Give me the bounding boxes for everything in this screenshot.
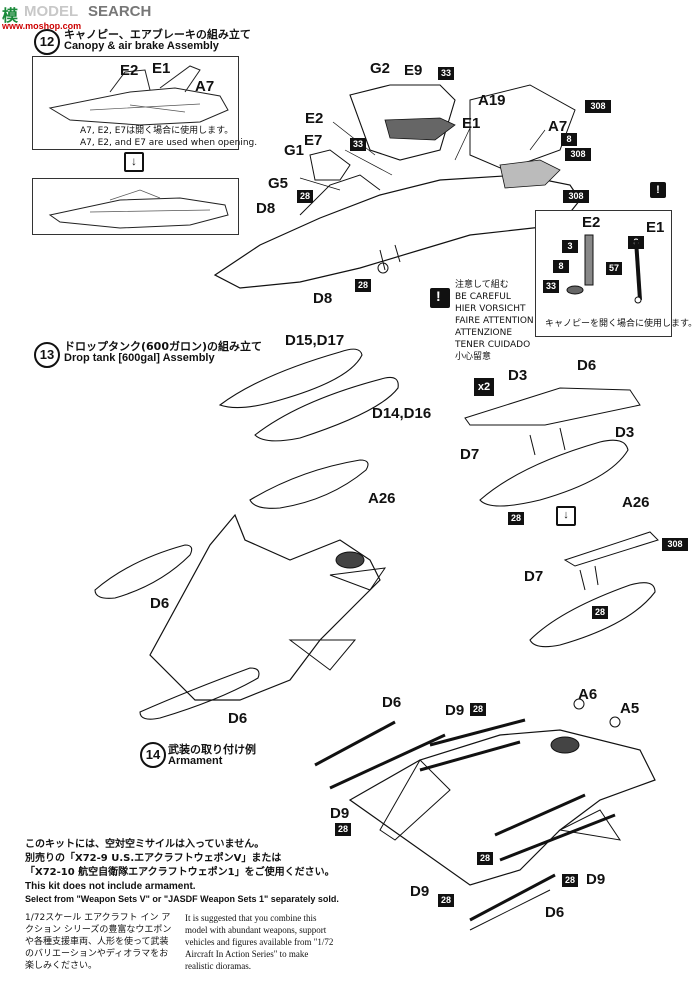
callout-308-a19: 308 xyxy=(585,100,611,113)
tank-label-d6-left: D6 xyxy=(150,595,170,612)
detail-label-e2: E2 xyxy=(582,214,601,231)
caution-text-block: 注意して組む BE CAREFUL HIER VORSICHT FAIRE AT… xyxy=(455,279,534,363)
part-label-g1: G1 xyxy=(284,142,305,159)
right-label-d7-top: D7 xyxy=(460,446,480,463)
arm-callout-28-mid: 28 xyxy=(477,852,493,865)
step-12-badge: 12 xyxy=(34,29,60,55)
inset-arrow-icon: ↓ xyxy=(124,152,144,172)
arm-label-d6-bottom: D6 xyxy=(545,904,565,921)
notice-en-line2: Select from "Weapon Sets V" or "JASDF We… xyxy=(25,894,339,904)
tank-label-a26: A26 xyxy=(368,490,396,507)
watermark-brand-prefix: MODEL xyxy=(24,3,79,20)
step-14-badge: 14 xyxy=(140,742,166,768)
right-label-d7-bottom: D7 xyxy=(524,568,544,585)
callout-33-e2: 33 xyxy=(350,138,366,151)
inset-label-a7: A7 xyxy=(195,78,215,95)
part-label-e2-main: E2 xyxy=(305,110,324,127)
diorama-note-en: It is suggested that you combine this mo… xyxy=(185,913,334,971)
arm-callout-28-top: 28 xyxy=(470,703,486,716)
detail-label-e1: E1 xyxy=(646,219,665,236)
arm-label-d9-bottom: D9 xyxy=(410,883,430,900)
arm-label-d9-left: D9 xyxy=(330,805,350,822)
arm-label-d6-top: D6 xyxy=(382,694,402,711)
part-label-a19: A19 xyxy=(478,92,506,109)
armament-notice: このキットには、空対空ミサイルは入っていません。 別売りの「X72-9 U.S.… xyxy=(25,838,355,906)
detail-callout-33: 33 xyxy=(543,280,559,293)
diorama-note-jp: 1/72スケール エアクラフト イン アクション シリーズの豊富なウエポンや各種… xyxy=(25,913,172,971)
step-14-title-en: Armament xyxy=(168,755,223,767)
part-label-e7: E7 xyxy=(304,132,323,149)
detail-note-jp: キャノピーを開く場合に使用します。 xyxy=(545,319,698,329)
arm-callout-28-left: 28 xyxy=(335,823,351,836)
caution-corner-icon: ! xyxy=(650,182,666,198)
detail-callout-8-right: 8 xyxy=(628,236,644,249)
tank-label-d6-bottom: D6 xyxy=(228,710,248,727)
closed-configuration-inset xyxy=(32,178,239,235)
step-13-title-jp: ドロップタンク(600ガロン)の組み立て xyxy=(64,340,263,353)
notice-jp-line3: 「X72-10 航空自衛隊エアクラフトウェポン1」をご使用ください。 xyxy=(25,867,335,878)
detail-callout-8-left: 8 xyxy=(553,260,569,273)
notice-en-line1: This kit does not include armament. xyxy=(25,881,196,892)
caution-line-3: HIER VORSICHT xyxy=(455,304,526,314)
right-label-d3-right: D3 xyxy=(615,424,635,441)
step-12-title-jp: キャノピー、エアブレーキの組み立て xyxy=(64,28,251,41)
step-12-title-en: Canopy & air brake Assembly xyxy=(64,40,219,52)
callout-28-g5: 28 xyxy=(297,190,313,203)
caution-line-7: 小心留意 xyxy=(455,352,492,362)
right-callout-28-top: 28 xyxy=(508,512,524,525)
callout-33-e9: 33 xyxy=(438,67,454,80)
callout-308-a7: 308 xyxy=(565,148,591,161)
part-label-g2: G2 xyxy=(370,60,391,77)
caution-line-2: BE CAREFUL xyxy=(455,292,511,302)
arm-label-d9-right: D9 xyxy=(586,871,606,888)
canopy-open-detail-box xyxy=(535,210,672,337)
caution-line-6: TENER CUIDADO xyxy=(455,340,531,350)
watermark-logo: 模 xyxy=(2,6,19,25)
callout-28-d8: 28 xyxy=(355,279,371,292)
step-13-title-en: Drop tank [600gal] Assembly xyxy=(64,352,215,364)
alternate-arrow-icon: ↓ xyxy=(556,506,576,526)
callout-308-airbrake: 308 xyxy=(563,190,589,203)
multiplier-badge: x2 xyxy=(474,378,494,396)
step-14-title-jp: 武装の取り付け例 xyxy=(168,743,256,756)
part-label-e9: E9 xyxy=(404,62,423,79)
caution-line-1: 注意して組む xyxy=(455,280,509,290)
inset-label-e2: E2 xyxy=(120,62,139,79)
tank-label-d15-d17: D15,D17 xyxy=(285,332,345,349)
part-label-g5: G5 xyxy=(268,175,289,192)
part-label-d8-bottom: D8 xyxy=(313,290,333,307)
arm-label-a6: A6 xyxy=(578,686,598,703)
arm-label-d9-top: D9 xyxy=(445,702,465,719)
right-callout-28-bottom: 28 xyxy=(592,606,608,619)
tank-label-d14-d16: D14,D16 xyxy=(372,405,432,422)
part-label-e1-main: E1 xyxy=(462,115,481,132)
caution-icon: ! xyxy=(430,288,450,308)
watermark-brand: SEARCH xyxy=(88,3,152,20)
step-13-badge: 13 xyxy=(34,342,60,368)
callout-8-a7: 8 xyxy=(561,133,577,146)
part-label-d8-top: D8 xyxy=(256,200,276,217)
detail-callout-57: 57 xyxy=(606,262,622,275)
caution-line-5: ATTENZIONE xyxy=(455,328,513,338)
inset-label-e1: E1 xyxy=(152,60,171,77)
arm-callout-28-bottom: 28 xyxy=(438,894,454,907)
arm-label-a5: A5 xyxy=(620,700,640,717)
inset-note-en: A7, E2, and E7 are used when opening. xyxy=(80,138,258,148)
arm-callout-28-right: 28 xyxy=(562,874,578,887)
watermark-site: www.moshop.com xyxy=(2,21,82,31)
right-label-d6: D6 xyxy=(577,357,597,374)
caution-line-4: FAIRE ATTENTION xyxy=(455,316,534,326)
right-label-a26: A26 xyxy=(622,494,650,511)
right-callout-308: 308 xyxy=(662,538,688,551)
part-label-a7-main: A7 xyxy=(548,118,568,135)
watermark: 模 MODEL SEARCH www.moshop.com xyxy=(0,0,170,34)
right-label-d3-top: D3 xyxy=(508,367,528,384)
detail-callout-3: 3 xyxy=(562,240,578,253)
notice-jp-line2: 別売りの「X72-9 U.S.エアクラフトウェポンV」または xyxy=(25,853,282,864)
notice-jp-line1: このキットには、空対空ミサイルは入っていません。 xyxy=(25,839,265,850)
inset-note-jp: A7, E2, E7は開く場合に使用します。 xyxy=(80,126,234,136)
